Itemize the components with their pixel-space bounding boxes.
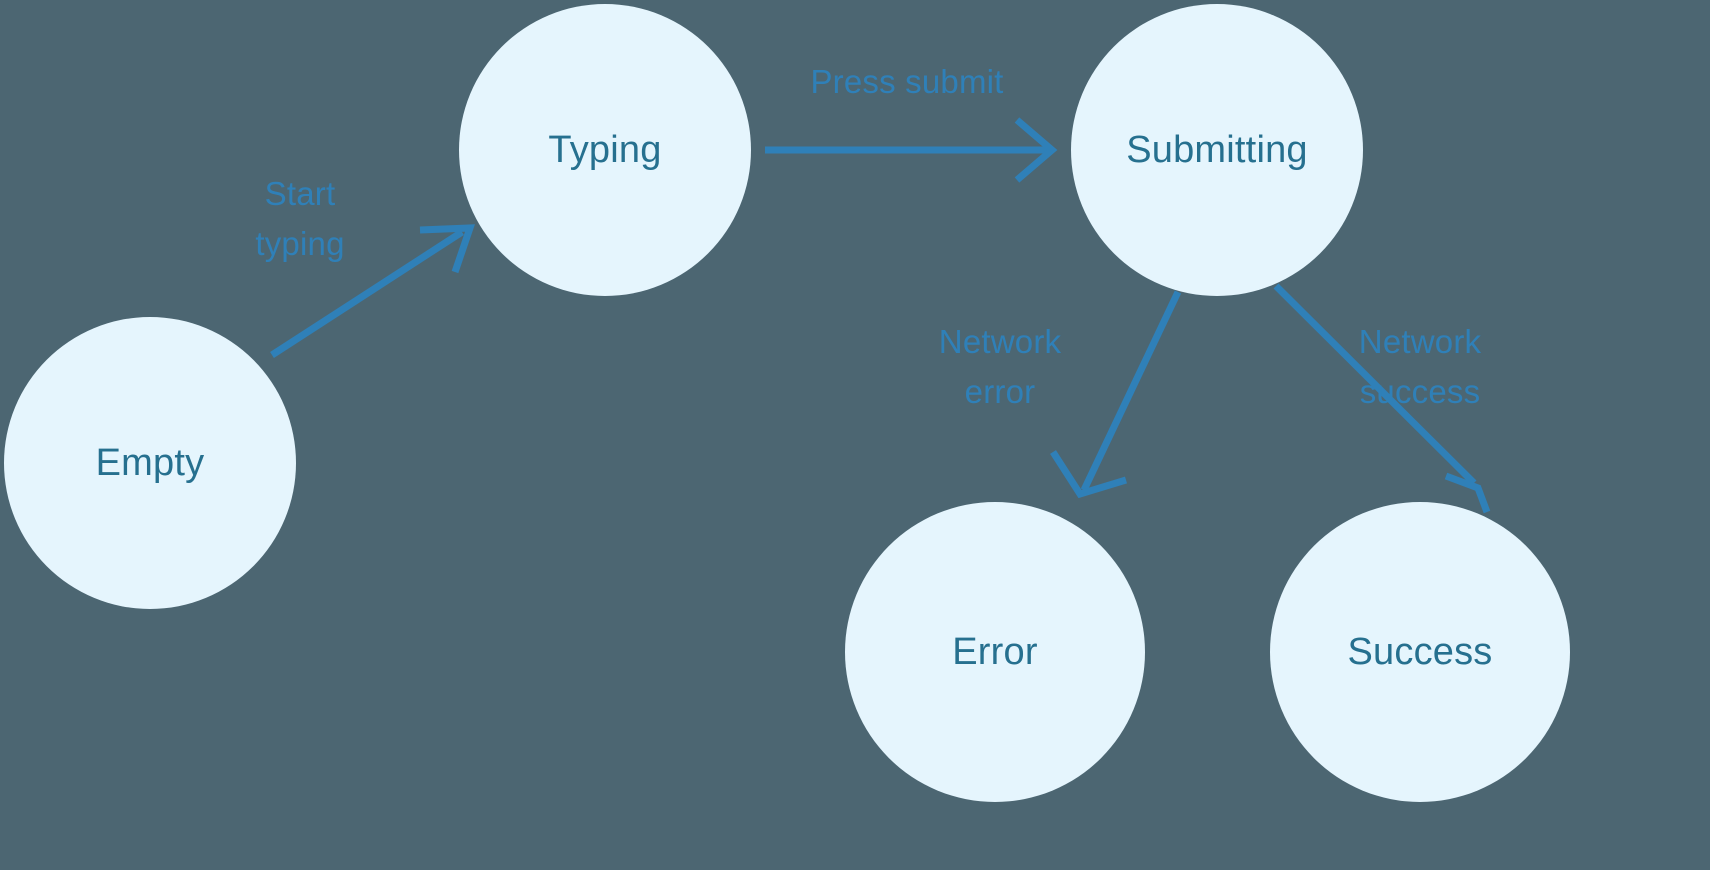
node-error-circle[interactable] <box>845 502 1145 802</box>
edge-label-network-success: Network success <box>1359 323 1482 410</box>
edge-empty-to-typing <box>270 224 475 358</box>
edge-label-start-typing-line2: typing <box>255 225 344 262</box>
node-error-label: Error <box>952 631 1038 673</box>
edge-submitting-to-success-line <box>1273 283 1477 486</box>
edge-label-network-error-line2: error <box>965 373 1036 410</box>
edge-label-start-typing: Start typing <box>255 175 344 262</box>
node-success[interactable]: Success <box>1270 502 1570 802</box>
edge-typing-to-submitting-arrowhead <box>1014 117 1058 183</box>
node-empty[interactable]: Empty <box>4 317 296 609</box>
edge-label-network-success-line2: success <box>1360 373 1481 410</box>
edge-label-start-typing-line1: Start <box>265 175 336 212</box>
node-typing[interactable]: Typing <box>459 4 751 296</box>
edge-label-press-submit: Press submit <box>810 63 1003 100</box>
node-typing-label: Typing <box>548 129 661 171</box>
node-submitting-label: Submitting <box>1126 129 1308 171</box>
edge-empty-to-typing-line <box>270 229 464 358</box>
edge-submitting-to-success <box>1273 283 1491 514</box>
edge-empty-to-typing-arrowhead <box>419 224 475 274</box>
edge-submitting-to-error-arrowhead <box>1050 450 1128 499</box>
node-submitting[interactable]: Submitting <box>1071 4 1363 296</box>
node-typing-circle[interactable] <box>459 4 751 296</box>
edge-label-network-success-line1: Network <box>1359 323 1482 360</box>
node-error[interactable]: Error <box>845 502 1145 802</box>
edge-submitting-to-success-arrowhead <box>1444 472 1491 514</box>
edge-submitting-to-error <box>1050 290 1182 499</box>
edge-label-press-submit-line1: Press submit <box>810 63 1003 100</box>
node-success-circle[interactable] <box>1270 502 1570 802</box>
edge-label-network-error: Network error <box>939 323 1062 410</box>
edge-label-network-error-line1: Network <box>939 323 1062 360</box>
edge-typing-to-submitting <box>765 117 1058 183</box>
node-empty-circle[interactable] <box>4 317 296 609</box>
node-success-label: Success <box>1347 631 1492 673</box>
node-submitting-circle[interactable] <box>1071 4 1363 296</box>
node-empty-label: Empty <box>96 442 205 484</box>
edge-submitting-to-error-line <box>1080 290 1182 492</box>
